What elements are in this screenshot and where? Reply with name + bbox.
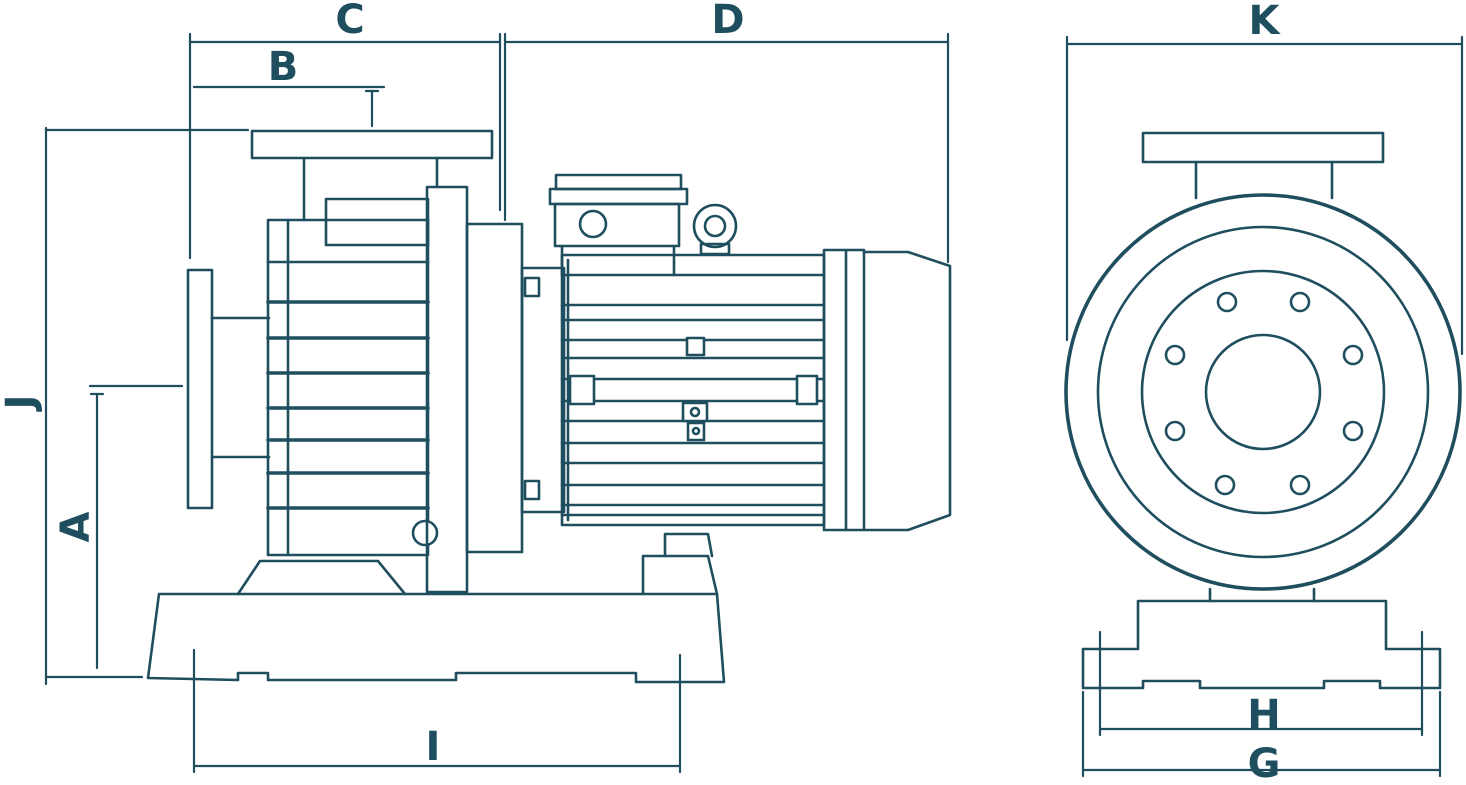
label-A: A [53,511,99,542]
label-H: H [1247,692,1280,738]
label-I: I [426,724,441,770]
front-casing [1064,193,1462,591]
terminal-box [548,173,689,277]
label-C: C [335,0,364,43]
side-view [146,129,952,684]
label-J: J [0,395,44,413]
lifting-eye [692,203,738,256]
suction-flange [186,268,271,510]
base-plate [146,532,726,684]
motor-body [560,253,826,527]
front-base [1081,587,1442,690]
label-B: B [268,44,299,90]
front-view [1064,131,1462,690]
label-K: K [1249,0,1282,44]
discharge-flange [250,129,494,222]
fan-cover [822,248,952,532]
label-D: D [711,0,744,43]
motor-adapter [425,185,566,594]
dimension-labels: C D B K I H G J A [0,0,1282,785]
dimension-lines [44,32,1464,778]
label-G: G [1248,741,1281,785]
front-discharge-flange [1141,131,1385,200]
pump-casing [266,197,439,557]
